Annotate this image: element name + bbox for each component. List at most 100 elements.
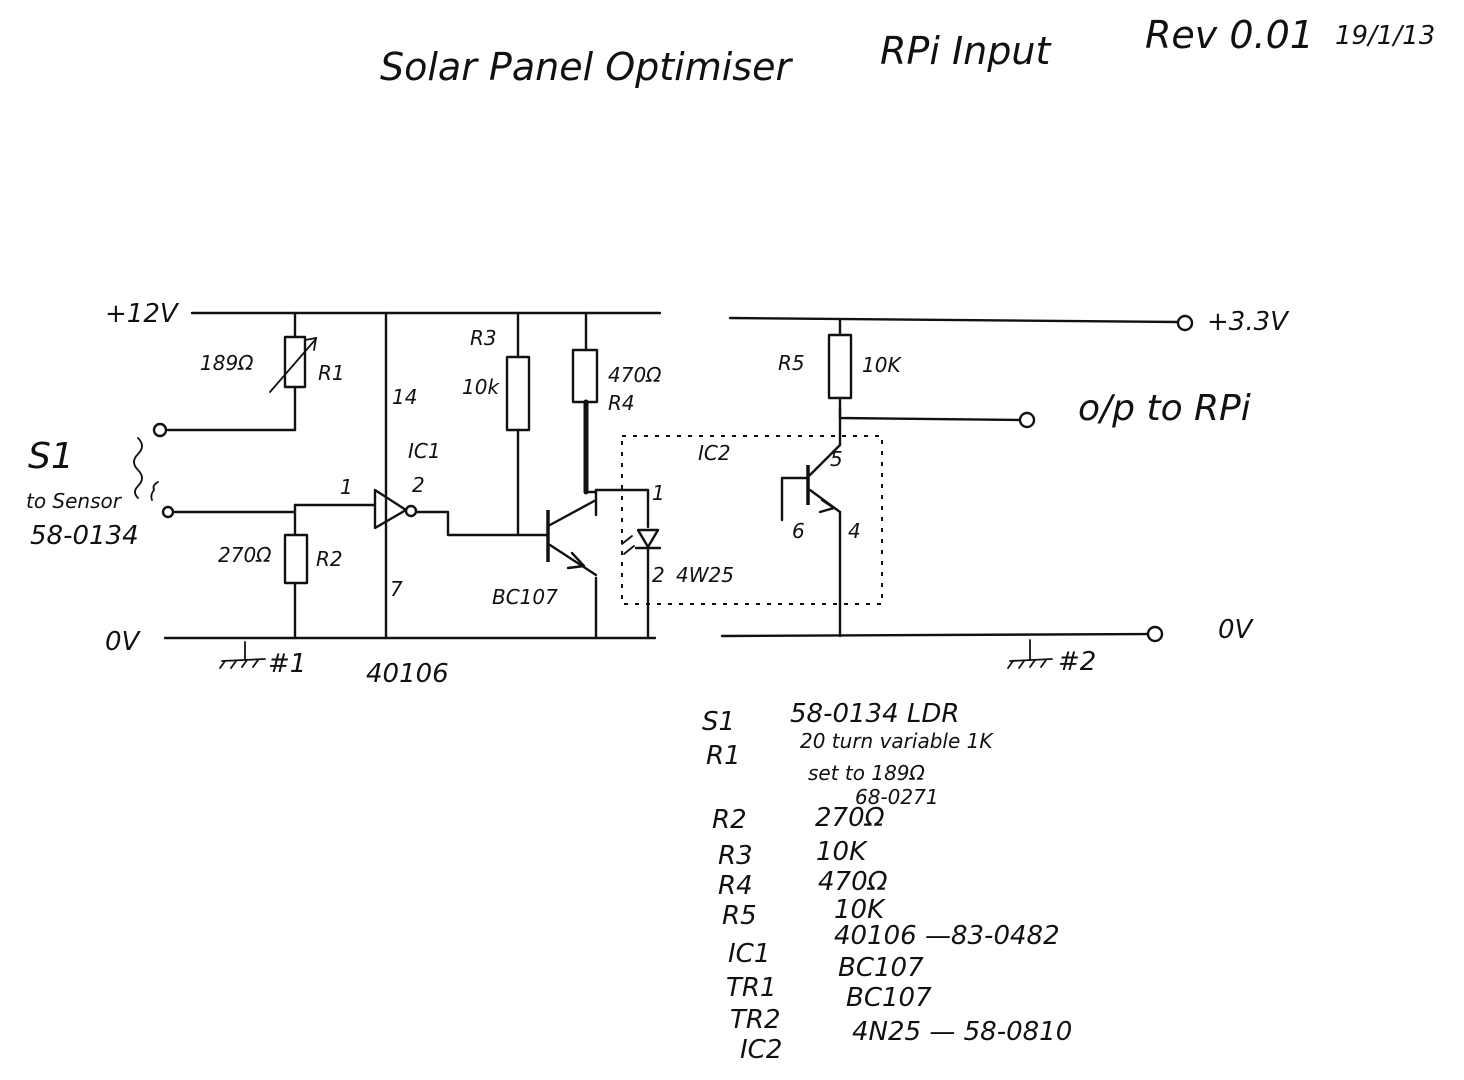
ground1-label: #1 bbox=[268, 649, 306, 679]
ic1-bubble bbox=[404, 504, 418, 518]
gnd1-tick bbox=[230, 660, 237, 669]
resistor-symbol bbox=[571, 348, 599, 404]
left-circuit-wiring bbox=[163, 311, 662, 640]
tr2-collector bbox=[808, 443, 842, 477]
r1-body bbox=[283, 335, 307, 389]
r2-body bbox=[283, 533, 309, 585]
parts-ref-ic1: IC1 bbox=[728, 939, 770, 969]
s1-terminal-bottom bbox=[161, 505, 175, 519]
r1-ref: R1 bbox=[318, 361, 345, 385]
ic1-pin-vcc: 14 bbox=[392, 385, 417, 409]
r5-ref: R5 bbox=[778, 351, 805, 375]
parts-ref-r3: R3 bbox=[718, 841, 753, 871]
r4-body bbox=[571, 348, 599, 404]
r3-body bbox=[505, 355, 531, 432]
schmitt-inverter-symbol bbox=[373, 488, 418, 530]
rail-0v-right-label: 0V bbox=[1218, 615, 1255, 645]
ic1-triangle bbox=[373, 488, 408, 530]
variable-resistor-symbol bbox=[269, 335, 318, 393]
ic2-ref: IC2 bbox=[698, 441, 731, 465]
gnd2-tick bbox=[1029, 659, 1036, 668]
parts-list: S1 58-0134 LDR R1 20 turn variable 1K se… bbox=[702, 699, 1072, 1065]
r4-value: 470Ω bbox=[608, 363, 662, 387]
r2-ref: R2 bbox=[316, 547, 343, 571]
sensor-link-squiggle bbox=[133, 437, 143, 499]
tr1-part: BC107 bbox=[492, 585, 558, 609]
title-revision: Rev 0.01 bbox=[1145, 13, 1314, 57]
output-terminal bbox=[1018, 411, 1036, 429]
parts-desc-tr2: BC107 bbox=[846, 983, 932, 1013]
gnd1-tick bbox=[241, 659, 248, 668]
resistor-symbol bbox=[827, 333, 853, 400]
parts-ref-tr1: TR1 bbox=[726, 973, 777, 1003]
parts-ref-r4: R4 bbox=[718, 871, 753, 901]
rail-3v3-label: +3.3V bbox=[1207, 307, 1290, 337]
r5-value: 10K bbox=[862, 353, 902, 377]
rail-3v3-wire bbox=[728, 316, 1180, 324]
ic1-pin-gnd: 7 bbox=[390, 577, 403, 601]
ic2-pin6: 6 bbox=[792, 519, 805, 543]
parts-ref-s1: S1 bbox=[702, 707, 735, 737]
parts-desc-r5: 10K bbox=[834, 895, 886, 925]
sensor-bracket bbox=[150, 481, 159, 501]
tr1-collector bbox=[548, 498, 598, 527]
tr2-emitter-arrow bbox=[818, 498, 836, 514]
resistor-symbol bbox=[283, 533, 309, 585]
parts-ref-ic2: IC2 bbox=[740, 1035, 782, 1065]
sensor-note: to Sensor bbox=[26, 489, 123, 513]
r1-value: 189Ω bbox=[200, 351, 254, 375]
title-project: Solar Panel Optimiser bbox=[380, 45, 793, 89]
ground-symbol bbox=[219, 641, 266, 669]
led-ray bbox=[623, 545, 635, 555]
parts-ref-r5: R5 bbox=[722, 901, 757, 931]
r5-body bbox=[827, 333, 853, 400]
rail-12v-label: +12V bbox=[105, 299, 180, 329]
ground2-label: #2 bbox=[1058, 647, 1096, 677]
ic2-pin2: 2 bbox=[652, 563, 665, 587]
r3-ref: R3 bbox=[470, 326, 497, 350]
parts-desc-r1-setting: set to 189Ω bbox=[808, 761, 926, 785]
zero-v-terminal bbox=[1146, 625, 1164, 643]
ic1-pin-out: 2 bbox=[412, 473, 425, 497]
s1-terminal-top bbox=[152, 422, 168, 438]
tr1-emitter-arrow bbox=[566, 551, 586, 570]
v33-terminal bbox=[1176, 314, 1194, 332]
ic2-part: 4W25 bbox=[676, 563, 734, 587]
parts-desc-r1-part: 68-0271 bbox=[855, 785, 939, 809]
ic1-ref: IC1 bbox=[408, 439, 441, 463]
r3-value: 10k bbox=[462, 375, 500, 399]
title-date: 19/1/13 bbox=[1335, 21, 1435, 51]
output-wire bbox=[838, 406, 1022, 422]
terminals bbox=[152, 314, 1194, 643]
npn-transistor-symbol bbox=[780, 443, 842, 522]
r4-ref: R4 bbox=[608, 391, 635, 415]
parts-desc-r3: 10K bbox=[816, 837, 868, 867]
gnd2-line bbox=[1009, 658, 1053, 662]
sensor-ref: S1 bbox=[28, 436, 74, 477]
gnd2-tick bbox=[1018, 660, 1025, 669]
led-triangle bbox=[636, 528, 660, 549]
parts-desc-ic2: 4N25 — 58-0810 bbox=[852, 1017, 1072, 1047]
sensor-part: 58-0134 bbox=[30, 521, 139, 551]
led-symbol bbox=[621, 528, 662, 555]
rail-0v-left-label: 0V bbox=[105, 627, 142, 657]
parts-desc-ic1: 40106 —83-0482 bbox=[834, 921, 1060, 951]
parts-ref-r2: R2 bbox=[712, 805, 747, 835]
gnd1-tick bbox=[252, 659, 259, 668]
gnd2-tick bbox=[1040, 659, 1047, 668]
title-block: Solar Panel Optimiser RPi Input Rev 0.01… bbox=[380, 13, 1435, 89]
tr2-base-lead bbox=[780, 476, 810, 522]
gnd1-tick bbox=[219, 660, 226, 669]
ic2-pin5: 5 bbox=[830, 447, 843, 471]
parts-desc-r4: 470Ω bbox=[818, 867, 888, 897]
parts-ref-r1: R1 bbox=[706, 741, 741, 771]
resistor-symbol bbox=[505, 355, 531, 432]
parts-desc-r1: 20 turn variable 1K bbox=[800, 729, 994, 753]
gnd2-tick bbox=[1007, 660, 1014, 669]
r2-value: 270Ω bbox=[218, 543, 272, 567]
parts-desc-s1: 58-0134 LDR bbox=[790, 699, 959, 729]
title-subtitle: RPi Input bbox=[880, 29, 1052, 73]
ic2-package-outline bbox=[621, 435, 883, 605]
wire bbox=[414, 510, 550, 537]
